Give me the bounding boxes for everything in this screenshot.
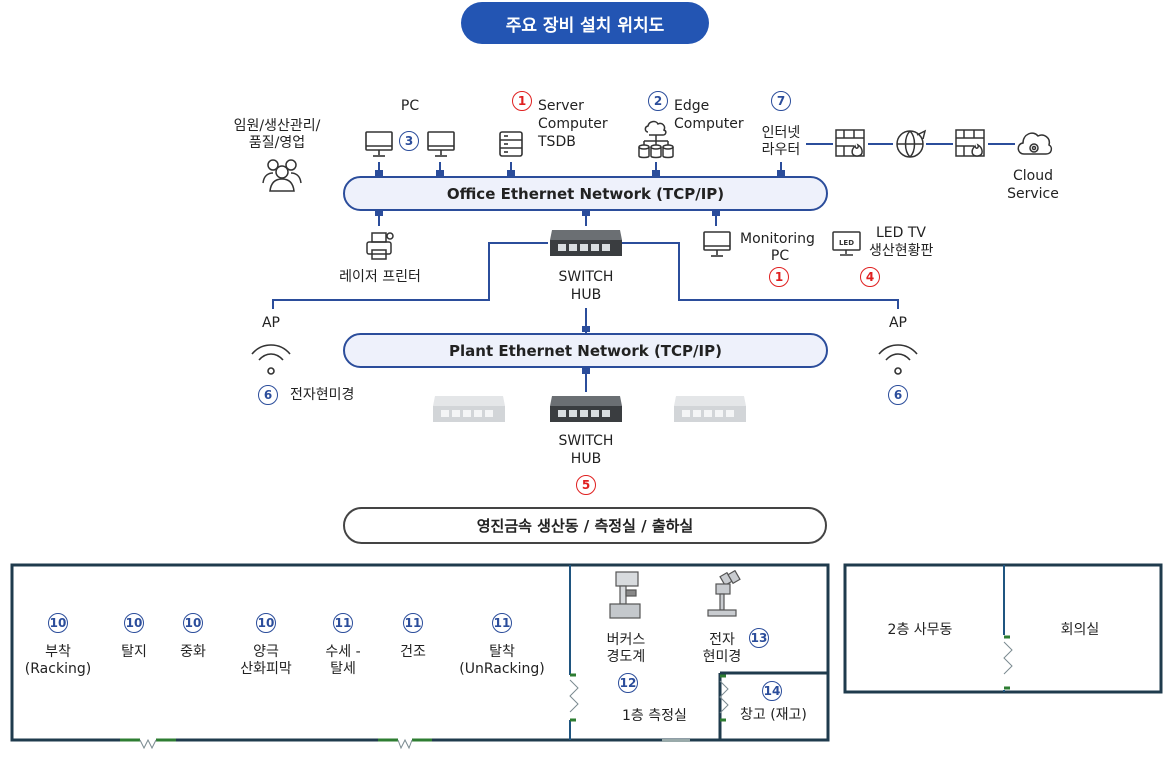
station-label-line-1: 부착 <box>45 644 71 660</box>
station-label-line-2: (UnRacking) <box>459 661 545 677</box>
wifi-ap-icon-left <box>251 344 291 375</box>
server-label-3: TSDB <box>538 134 576 150</box>
station-label-line-2: 탈세 <box>330 661 356 677</box>
measure-room-number-badge: 12 <box>618 673 638 693</box>
edge-label-2: Computer <box>674 116 744 132</box>
hardness-tester-icon <box>609 571 641 619</box>
station-number-badge: 10 <box>48 613 68 633</box>
switch-hub-icon <box>550 230 622 256</box>
switch-hub-label-2: HUB <box>570 287 602 303</box>
router-label-2: 라우터 <box>761 142 801 158</box>
station-number-badge: 11 <box>333 613 353 633</box>
led-number-badge: 4 <box>860 267 880 287</box>
hardness-label-1: 버커스 <box>606 632 646 648</box>
station-label-line-1: 양극 <box>253 644 279 660</box>
server-icon <box>499 131 523 157</box>
plant-switch-label-1: SWITCH <box>558 433 614 449</box>
diagram-title: 주요 장비 설치 위치도 <box>461 2 709 44</box>
plant-switch-label-2: HUB <box>570 451 602 467</box>
edge-label-1: Edge <box>674 98 710 114</box>
switch-hub-label-1: SWITCH <box>558 269 614 285</box>
monitoring-label-1: Monitoring <box>740 231 815 247</box>
firewall-icon <box>835 129 865 157</box>
server-number-badge: 1 <box>512 91 532 111</box>
internet-globe-icon <box>896 129 927 158</box>
station-number-badge: 11 <box>492 613 512 633</box>
led-label-1: LED TV <box>876 225 927 241</box>
floor-microscope-label-2: 현미경 <box>702 649 742 665</box>
station-label-line-1: 탈지 <box>121 644 147 660</box>
station-label-line-2: (Racking) <box>24 661 92 677</box>
meeting-room-label: 회의실 <box>1060 622 1100 638</box>
station-number-badge: 10 <box>124 613 144 633</box>
monitoring-number-badge: 1 <box>769 267 789 287</box>
printer-icon <box>366 232 394 260</box>
led-label-2: 생산현황판 <box>869 243 934 259</box>
ap-right-label: AP <box>888 315 908 331</box>
station-label-line-1: 탈착 <box>489 644 515 660</box>
wifi-ap-icon-right <box>878 344 918 375</box>
microscope-icon <box>707 570 741 617</box>
router-number-badge: 7 <box>771 91 791 111</box>
printer-label: 레이저 프린터 <box>339 269 421 285</box>
hardness-label-2: 경도계 <box>606 649 646 665</box>
facility-label: 영진금속 생산동 / 측정실 / 출하실 <box>343 507 827 544</box>
led-tv-icon-text: LED <box>839 239 854 247</box>
users-icon <box>262 159 302 192</box>
pc-number-badge: 3 <box>399 131 419 151</box>
cloud-label-1: Cloud <box>1013 168 1053 184</box>
office-network-bar: Office Ethernet Network (TCP/IP) <box>343 176 828 211</box>
led-tv-icon: LED <box>832 231 861 256</box>
station-number-badge: 10 <box>256 613 276 633</box>
station-label-line-1: 중화 <box>180 644 206 660</box>
station-label-line-2: 산화피막 <box>240 661 292 677</box>
server-label-2: Computer <box>538 116 608 132</box>
pc-monitor-icon-2 <box>427 131 455 157</box>
plant-network-bar: Plant Ethernet Network (TCP/IP) <box>343 333 828 368</box>
floor-microscope-label-1: 전자 <box>709 632 735 648</box>
station-label-line-1: 건조 <box>400 644 426 660</box>
floor-microscope-number-badge: 13 <box>749 628 769 648</box>
microscope-number-badge: 6 <box>258 385 278 405</box>
edge-number-badge: 2 <box>648 91 668 111</box>
server-label-1: Server <box>538 98 584 114</box>
pc-monitor-icon <box>365 131 393 157</box>
switch-hub-icon-faded-right <box>674 396 746 422</box>
ap-left-label: AP <box>261 315 281 331</box>
users-label-1: 임원/생산관리/ <box>233 118 321 134</box>
storage-number-badge: 14 <box>762 681 782 701</box>
office-floor-label: 2층 사무동 <box>887 622 953 638</box>
firewall-icon-2 <box>955 129 985 157</box>
monitoring-pc-icon <box>703 231 731 257</box>
users-label-2: 품질/영업 <box>248 135 306 151</box>
station-number-badge: 11 <box>403 613 423 633</box>
pc-label: PC <box>400 98 420 114</box>
cloud-label-2: Service <box>1007 186 1059 202</box>
router-label-1: 인터넷 <box>761 125 801 141</box>
monitoring-label-2: PC <box>770 248 790 264</box>
storage-label: 창고 (재고) <box>740 707 807 723</box>
measure-room-label: 1층 측정실 <box>622 708 687 724</box>
switch-hub-icon-faded-left <box>433 396 505 422</box>
station-label-line-1: 수세 - <box>325 644 361 660</box>
microscope-label: 전자현미경 <box>290 387 355 403</box>
cloud-service-icon <box>1017 132 1053 155</box>
edge-cloud-database-icon <box>638 120 674 159</box>
station-number-badge: 10 <box>183 613 203 633</box>
ap-right-number-badge: 6 <box>888 385 908 405</box>
plant-switch-hub-icon <box>550 396 622 422</box>
plant-switch-number-badge: 5 <box>576 475 596 495</box>
